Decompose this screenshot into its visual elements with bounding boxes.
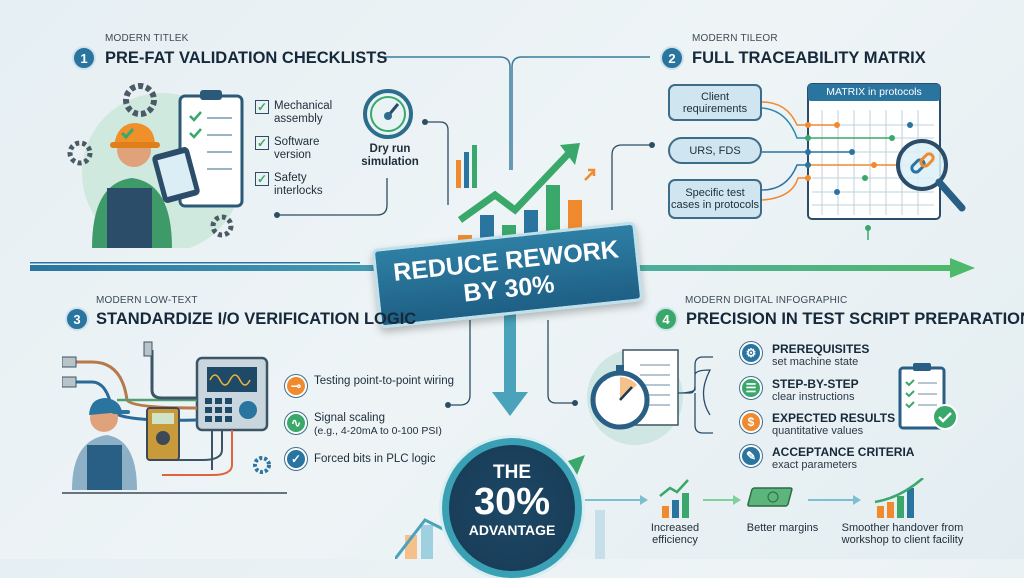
section-1-title: PRE-FAT VALIDATION CHECKLISTS [105, 49, 388, 67]
benefit-increased-efficiency: Increased efficiency [650, 522, 700, 546]
connector-lines [274, 56, 871, 408]
matrix-header: MATRIX in protocols [826, 86, 922, 98]
gauge-caption: Dry run simulation [361, 143, 419, 168]
traceability-links [762, 83, 966, 220]
step-4-badge: 4 [654, 307, 678, 331]
check-item: ✓Safety interlocks [255, 172, 323, 197]
io-item-forced-bits: ✓Forced bits in PLC logic [285, 448, 464, 470]
step-2-badge: 2 [660, 46, 684, 70]
checkbox-checked-icon: ✓ [255, 172, 269, 186]
advantage-growth-background [395, 455, 605, 559]
signal-wave-icon: ∿ [285, 412, 307, 434]
stopwatch-document-illustration [587, 349, 713, 445]
checkbox-checked-icon: ✓ [255, 136, 269, 150]
advantage-line-3: ADVANTAGE [468, 522, 556, 538]
technician-wiring-illustration [62, 341, 287, 494]
step-3-badge: 3 [65, 307, 89, 331]
gauge-icon [363, 89, 413, 139]
io-item-scaling: ∿ Signal scaling(e.g., 4-20mA to 0-100 PS… [285, 412, 464, 448]
step-1-badge: 1 [72, 46, 96, 70]
engineer-with-tablet-illustration [67, 83, 244, 248]
checkmark-icon: ✓ [285, 448, 307, 470]
list-icon: ☰ [740, 377, 762, 399]
approved-clipboard-icon [898, 363, 958, 430]
io-item-text: Signal scaling [314, 412, 385, 424]
check-item: ✓Mechanical assembly [255, 100, 333, 125]
benefit-flow [585, 478, 924, 518]
wiring-node-icon: ⊸ [285, 375, 307, 397]
advantage-line-1: THE [493, 462, 531, 483]
section-4-title: PRECISION IN TEST SCRIPT PREPARATION [686, 310, 1024, 328]
io-item-subtext: (e.g., 4-20mA to 0-100 PSI) [314, 425, 442, 437]
checkbox-checked-icon: ✓ [255, 100, 269, 114]
section-2-label: MODERN TILEOR [692, 33, 778, 44]
client-requirements-box: Client requirements [668, 84, 762, 121]
io-verification-list: ⊸Testing point-to-point wiring ∿ Signal s… [285, 375, 464, 470]
advantage-line-2: 30% [473, 481, 551, 523]
test-cases-box: Specific test cases in protocols [668, 179, 762, 219]
gear-icon: ⚙ [740, 342, 762, 364]
urs-fds-box: URS, FDS [668, 137, 762, 164]
section-3-label: MODERN LOW-TEXT [96, 295, 198, 306]
section-3-title: STANDARDIZE I/O VERIFICATION LOGIC [96, 310, 417, 328]
thirty-percent-advantage-badge: THE 30% ADVANTAGE [442, 438, 582, 578]
benefit-smoother-handover: Smoother handover from workshop to clien… [841, 522, 964, 546]
dollar-icon: $ [740, 411, 762, 433]
section-2-title: FULL TRACEABILITY MATRIX [692, 49, 926, 67]
edit-icon: ✎ [740, 445, 762, 467]
benefit-better-margins: Better margins [746, 522, 819, 534]
section-1-label: MODERN TITLEK [105, 33, 189, 44]
io-item-wiring: ⊸Testing point-to-point wiring [285, 375, 464, 412]
section-4-label: MODERN DIGITAL INFOGRAPHIC [685, 295, 848, 306]
down-arrow [492, 300, 528, 416]
checklist: ✓Mechanical assembly ✓Software version ✓… [255, 100, 344, 198]
check-item: ✓Software version [255, 136, 320, 161]
